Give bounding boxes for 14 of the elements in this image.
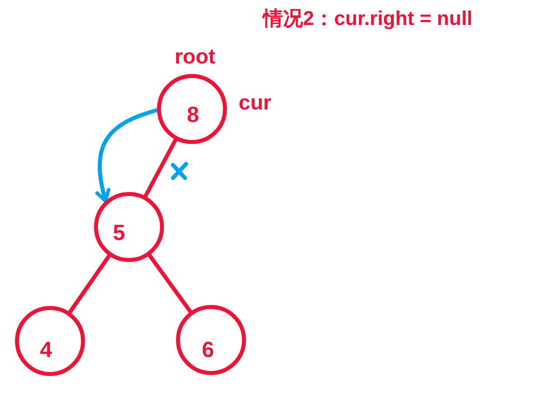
node-value: 5 — [112, 222, 126, 244]
pointer-label: root — [174, 46, 216, 68]
title: 情况2：cur.right = null — [263, 7, 472, 31]
node-value: 8 — [186, 104, 200, 126]
edge-line — [68, 254, 112, 314]
edge-line — [144, 138, 178, 198]
tree-node-circle — [94, 192, 164, 262]
curved-arrow — [96, 108, 159, 203]
node-value: 4 — [40, 339, 52, 361]
edge-line — [148, 253, 192, 314]
tree-node-circle — [15, 306, 85, 376]
tree-node-circle — [176, 305, 246, 375]
pointer-label: cur — [238, 92, 272, 114]
node-value: 6 — [202, 339, 214, 361]
